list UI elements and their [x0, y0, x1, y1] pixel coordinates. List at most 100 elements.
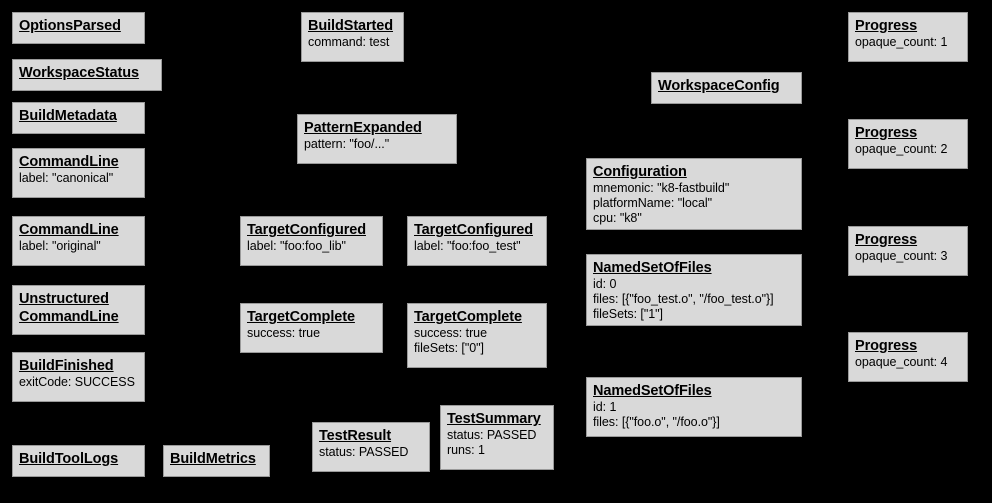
event-node-title-line: Progress [855, 125, 918, 141]
event-node-title-line: BuildFinished [19, 358, 114, 374]
event-node-title-line: TestResult [319, 428, 392, 444]
event-node-field: opaque_count: 2 [855, 142, 948, 156]
event-node-field: status: PASSED [447, 428, 537, 442]
event-node-field: status: PASSED [319, 445, 409, 459]
event-node-title: NamedSetOfFiles [593, 259, 795, 277]
event-node-title: CommandLine [19, 221, 138, 239]
event-node-title-line: CommandLine [19, 222, 119, 238]
event-node-title: NamedSetOfFiles [593, 382, 795, 400]
event-node-title-line: Unstructured [19, 291, 109, 307]
event-node-workspace-config[interactable]: WorkspaceConfig [651, 72, 802, 104]
event-node-title-line: NamedSetOfFiles [593, 260, 712, 276]
event-node-title-line: CommandLine [19, 309, 119, 325]
event-node-workspace-status[interactable]: WorkspaceStatus [12, 59, 162, 91]
event-node-field: pattern: "foo/..." [304, 137, 390, 151]
event-node-field: id: 0 [593, 277, 617, 291]
event-node-field: fileSets: ["1"] [593, 307, 663, 321]
event-node-options-parsed[interactable]: OptionsParsed [12, 12, 145, 44]
event-node-title-line: Progress [855, 18, 918, 34]
event-node-title-line: BuildMetrics [170, 451, 256, 467]
event-node-title: OptionsParsed [19, 17, 138, 35]
event-node-title: TestSummary [447, 410, 547, 428]
event-node-title: TargetConfigured [414, 221, 540, 239]
event-node-title: WorkspaceConfig [658, 77, 795, 95]
event-node-field: cpu: "k8" [593, 211, 642, 225]
event-node-title: BuildStarted [308, 17, 397, 35]
event-node-title: Progress [855, 337, 961, 355]
event-node-title: TargetComplete [414, 308, 540, 326]
event-node-title-line: BuildStarted [308, 18, 394, 34]
event-node-field: label: "canonical" [19, 171, 114, 185]
event-node-title-line: TargetConfigured [247, 222, 366, 238]
event-node-title-line: WorkspaceConfig [658, 78, 780, 94]
event-node-field: exitCode: SUCCESS [19, 375, 135, 389]
event-node-field: opaque_count: 4 [855, 355, 948, 369]
event-node-title: BuildMetadata [19, 107, 138, 125]
event-node-title-line: Progress [855, 338, 918, 354]
event-node-title: BuildToolLogs [19, 450, 138, 468]
event-node-title-line: BuildMetadata [19, 108, 117, 124]
event-node-build-tool-logs[interactable]: BuildToolLogs [12, 445, 145, 477]
event-node-title: BuildMetrics [170, 450, 263, 468]
event-node-field: opaque_count: 1 [855, 35, 948, 49]
event-node-title-line: TargetComplete [247, 309, 355, 325]
event-node-title: TargetComplete [247, 308, 376, 326]
event-node-title: Progress [855, 17, 961, 35]
event-node-title: Progress [855, 231, 961, 249]
event-node-field: label: "original" [19, 239, 101, 253]
event-node-title-line: Progress [855, 232, 918, 248]
event-node-title: BuildFinished [19, 357, 138, 375]
event-node-field: runs: 1 [447, 443, 485, 457]
event-node-field: label: "foo:foo_test" [414, 239, 521, 253]
event-node-title-line: TestSummary [447, 411, 541, 427]
event-node-field: id: 1 [593, 400, 617, 414]
event-node-field: platformName: "local" [593, 196, 712, 210]
event-node-build-metrics[interactable]: BuildMetrics [163, 445, 270, 477]
event-node-title-line: TargetConfigured [414, 222, 533, 238]
event-node-field: mnemonic: "k8-fastbuild" [593, 181, 730, 195]
event-node-title: WorkspaceStatus [19, 64, 155, 82]
event-node-field: success: true [247, 326, 320, 340]
event-node-title-line: TargetComplete [414, 309, 522, 325]
event-node-title: Configuration [593, 163, 795, 181]
event-node-title-line: OptionsParsed [19, 18, 121, 34]
event-node-field: files: [{"foo_test.o", "/foo_test.o"}] [593, 292, 774, 306]
event-node-title: Progress [855, 124, 961, 142]
event-node-field: fileSets: ["0"] [414, 341, 484, 355]
event-node-field: files: [{"foo.o", "/foo.o"}] [593, 415, 720, 429]
event-node-build-metadata[interactable]: BuildMetadata [12, 102, 145, 134]
event-node-title-line: CommandLine [19, 154, 119, 170]
event-node-title: PatternExpanded [304, 119, 450, 137]
event-node-field: command: test [308, 35, 390, 49]
event-node-title-line: Configuration [593, 164, 687, 180]
event-node-field: success: true [414, 326, 487, 340]
event-node-title-line: PatternExpanded [304, 120, 422, 136]
event-node-title: TestResult [319, 427, 423, 445]
event-node-title: CommandLine [19, 153, 138, 171]
event-node-title-line: WorkspaceStatus [19, 65, 139, 81]
event-node-field: label: "foo:foo_lib" [247, 239, 346, 253]
event-node-title-line: NamedSetOfFiles [593, 383, 712, 399]
event-node-title: TargetConfigured [247, 221, 376, 239]
